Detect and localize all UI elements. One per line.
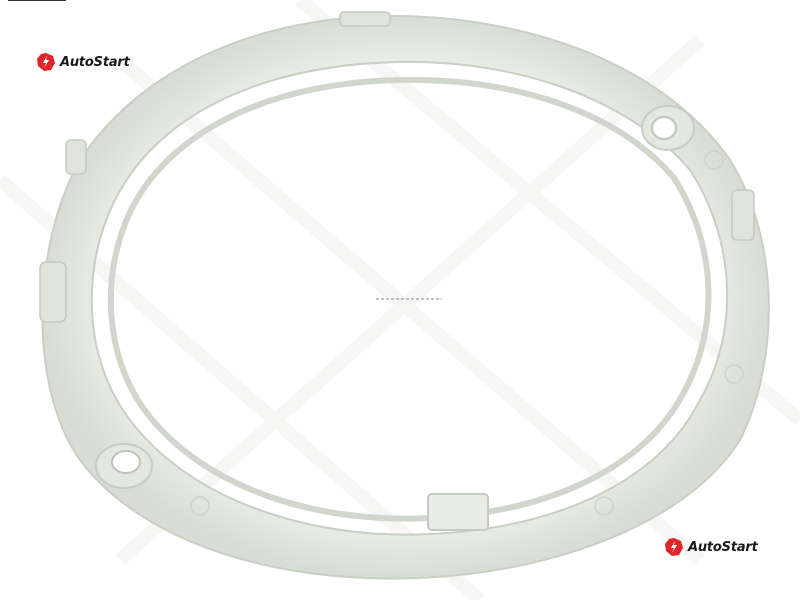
- notch-left: [39, 261, 67, 323]
- dimple: [594, 496, 614, 516]
- top-edge-line: [8, 0, 66, 1]
- brand-name: AutoStart: [60, 54, 130, 70]
- brand-logo-top: AutoStart: [36, 52, 130, 72]
- brand-name: AutoStart: [688, 539, 758, 555]
- mounting-tab-left: [95, 443, 153, 489]
- dimple: [724, 364, 744, 384]
- notch-top: [339, 11, 391, 27]
- dimple: [704, 150, 724, 170]
- notch-upper-left: [65, 139, 87, 175]
- center-artifact: [376, 298, 442, 300]
- locating-clip: [427, 493, 489, 531]
- notch-right: [731, 189, 755, 241]
- dimple: [190, 496, 210, 516]
- autostart-logo-icon: [37, 53, 55, 71]
- mounting-tab-right: [641, 105, 695, 151]
- brand-logo-bottom: AutoStart: [664, 537, 758, 557]
- autostart-logo-icon: [665, 538, 683, 556]
